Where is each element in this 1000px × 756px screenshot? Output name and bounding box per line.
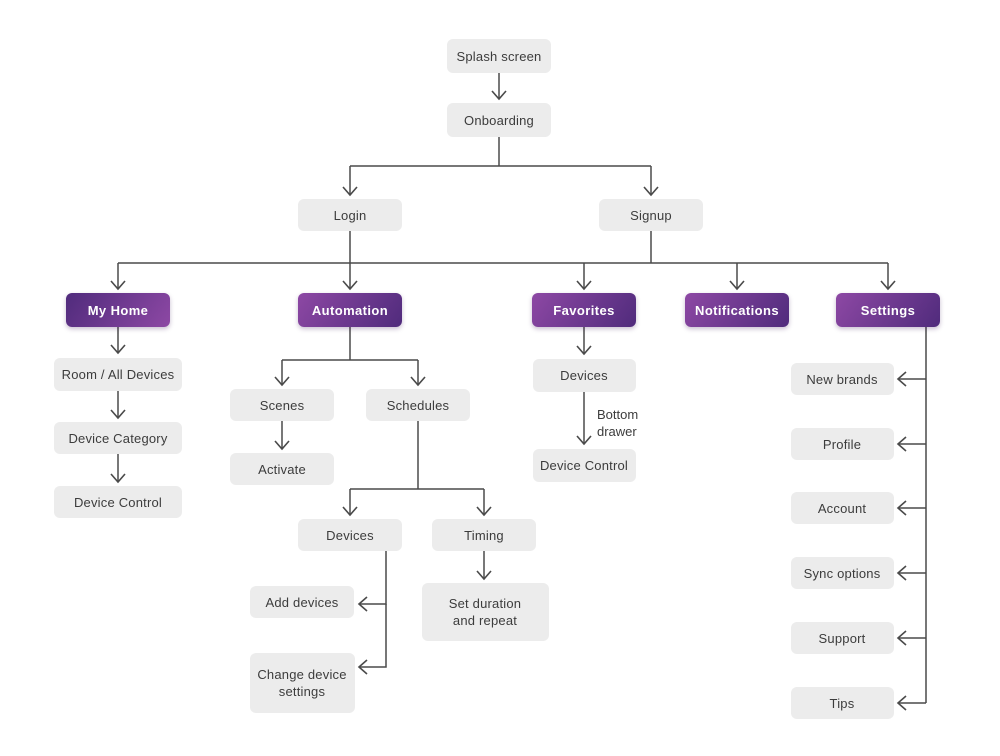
- node-label: Login: [333, 207, 367, 223]
- node-set-duration-repeat: Set duration and repeat: [421, 583, 549, 641]
- node-label: Schedules: [386, 397, 450, 413]
- node-profile: Profile: [790, 428, 894, 460]
- node-add-devices: Add devices: [250, 586, 354, 618]
- node-device-category: Device Category: [54, 422, 182, 454]
- node-room-all-devices: Room / All Devices: [54, 357, 182, 391]
- node-label: Device Control: [539, 457, 629, 473]
- node-support: Support: [790, 622, 894, 654]
- node-label: Device Category: [68, 430, 168, 446]
- node-label: Support: [818, 630, 866, 646]
- node-label: Devices: [560, 367, 608, 383]
- node-new-brands: New brands: [790, 363, 894, 395]
- node-account: Account: [790, 492, 894, 524]
- node-tips: Tips: [790, 687, 894, 719]
- node-settings: Settings: [836, 293, 940, 327]
- node-label: My Home: [87, 302, 149, 318]
- node-favorites: Favorites: [532, 293, 636, 327]
- node-label: Scenes: [259, 397, 305, 413]
- node-label: Tips: [829, 695, 855, 711]
- node-label: Signup: [630, 207, 672, 223]
- node-label: Room / All Devices: [61, 366, 175, 382]
- node-label: Notifications: [695, 302, 779, 318]
- node-label: Automation: [311, 302, 389, 318]
- node-device-control-home: Device Control: [54, 486, 182, 518]
- node-label: Splash screen: [456, 48, 542, 64]
- node-label: Favorites: [553, 302, 615, 318]
- node-devices-automation: Devices: [298, 519, 402, 551]
- node-device-control-fav: Device Control: [532, 448, 636, 482]
- node-label: Add devices: [265, 594, 339, 610]
- node-activate: Activate: [230, 453, 334, 485]
- node-label: Profile: [822, 436, 862, 452]
- node-label: Change device settings: [257, 667, 347, 699]
- node-signup: Signup: [599, 199, 703, 231]
- edge-label: Bottom drawer: [597, 407, 639, 439]
- node-label: Sync options: [803, 565, 881, 581]
- node-timing: Timing: [432, 519, 536, 551]
- node-my-home: My Home: [66, 293, 170, 327]
- node-label: New brands: [806, 371, 878, 387]
- node-notifications: Notifications: [685, 293, 789, 327]
- node-label: Set duration and repeat: [448, 596, 522, 628]
- node-label: Devices: [326, 527, 374, 543]
- node-label: Device Control: [73, 494, 163, 510]
- node-label: Onboarding: [464, 112, 534, 128]
- node-devices-favorites: Devices: [532, 358, 636, 392]
- node-automation: Automation: [298, 293, 402, 327]
- node-label: Settings: [860, 302, 916, 318]
- node-onboarding: Onboarding: [447, 103, 551, 137]
- node-change-device-settings: Change device settings: [249, 653, 355, 713]
- node-sync-options: Sync options: [790, 557, 894, 589]
- node-label: Activate: [258, 461, 306, 477]
- flow-edge: [357, 604, 387, 675]
- node-label: Account: [817, 500, 867, 516]
- node-splash-screen: Splash screen: [447, 39, 551, 73]
- node-login: Login: [298, 199, 402, 231]
- node-label: Timing: [464, 527, 504, 543]
- flow-edge: [357, 551, 387, 612]
- node-schedules: Schedules: [366, 389, 470, 421]
- node-scenes: Scenes: [230, 389, 334, 421]
